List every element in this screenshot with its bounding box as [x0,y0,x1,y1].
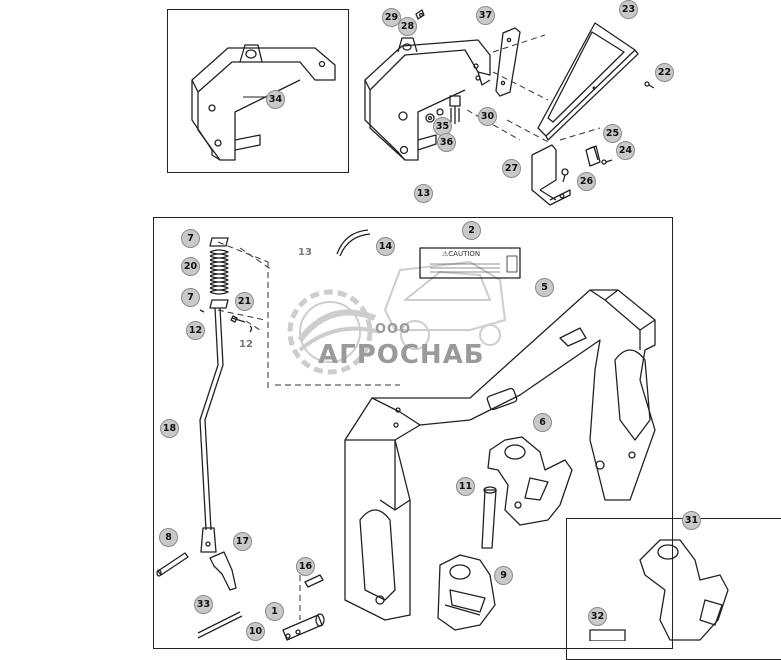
callout-33[interactable]: 33 [194,595,213,614]
part-32-drawing [589,629,626,641]
bracket-34-drawing [191,44,336,161]
bracket-27-drawing [531,144,571,206]
callout-7-lower[interactable]: 7 [181,288,200,307]
callout-16[interactable]: 16 [296,557,315,576]
guide-lines [217,34,601,620]
watermark-prefix: ООО [375,322,412,337]
callout-5[interactable]: 5 [535,278,554,297]
callout-9[interactable]: 9 [494,566,513,585]
hook-31-drawing [639,539,729,641]
callout-1[interactable]: 1 [265,602,284,621]
screw-28-29-drawing [415,9,425,20]
callout-23[interactable]: 23 [619,0,638,19]
bolt-35-drawing [425,95,461,124]
callout-27[interactable]: 27 [502,159,521,178]
callout-11[interactable]: 11 [456,477,475,496]
hook-6-drawing [487,436,573,526]
callout-22[interactable]: 22 [655,63,674,82]
callout-13[interactable]: 13 [414,184,433,203]
callout-24[interactable]: 24 [616,141,635,160]
detail-box-34 [167,9,349,173]
watermark-logo [287,261,506,375]
callout-17[interactable]: 17 [233,532,252,551]
callout-37[interactable]: 37 [476,6,495,25]
callout-12[interactable]: 12 [186,321,205,340]
clip-25-drawing [561,145,613,183]
callout-14[interactable]: 14 [376,237,395,256]
callout-18[interactable]: 18 [160,419,179,438]
callout-20[interactable]: 20 [181,257,200,276]
callout-7-upper[interactable]: 7 [181,229,200,248]
callout-25[interactable]: 25 [603,124,622,143]
callout-29[interactable]: 29 [382,8,401,27]
rod-18-drawing [199,307,224,553]
bracket-37-drawing [364,37,491,161]
callout-10[interactable]: 10 [246,622,265,641]
latch-9-drawing [437,554,496,631]
decal-2-drawing [419,247,521,279]
decal-caution-text: ⚠CAUTION [442,250,481,258]
pin-21-drawing [199,309,253,333]
parts-diagram: ООО АГРОСНАБ ⚠CAUTION 12 13 29 28 37 23 … [153,0,781,660]
plate-30-drawing [495,27,521,97]
pin-11-drawing [481,486,497,549]
callout-34[interactable]: 34 [266,90,285,109]
pin-8-drawing [156,552,189,577]
callout-26[interactable]: 26 [577,172,596,191]
callout-8[interactable]: 8 [159,528,178,547]
diagram-drawing [156,9,729,641]
spring-20-drawing [209,237,229,309]
main-frame-5-drawing [344,289,656,621]
callout-21[interactable]: 21 [235,292,254,311]
label-13-ghost: 13 [298,247,312,258]
handle-17-drawing [209,551,237,591]
smv-sign-23-drawing [537,22,655,141]
callout-31[interactable]: 31 [682,511,701,530]
pin-33-drawing [197,611,243,639]
cable-14-drawing [336,229,371,257]
label-12-ghost: 12 [239,339,253,350]
callout-36[interactable]: 36 [437,133,456,152]
pin-1-drawing [282,613,325,641]
watermark-company-name: АГРОСНАБ [318,340,485,370]
callout-30[interactable]: 30 [478,107,497,126]
callout-6[interactable]: 6 [533,413,552,432]
callout-2[interactable]: 2 [462,221,481,240]
callout-32[interactable]: 32 [588,607,607,626]
callout-28[interactable]: 28 [398,17,417,36]
pin-16-drawing [304,574,324,588]
